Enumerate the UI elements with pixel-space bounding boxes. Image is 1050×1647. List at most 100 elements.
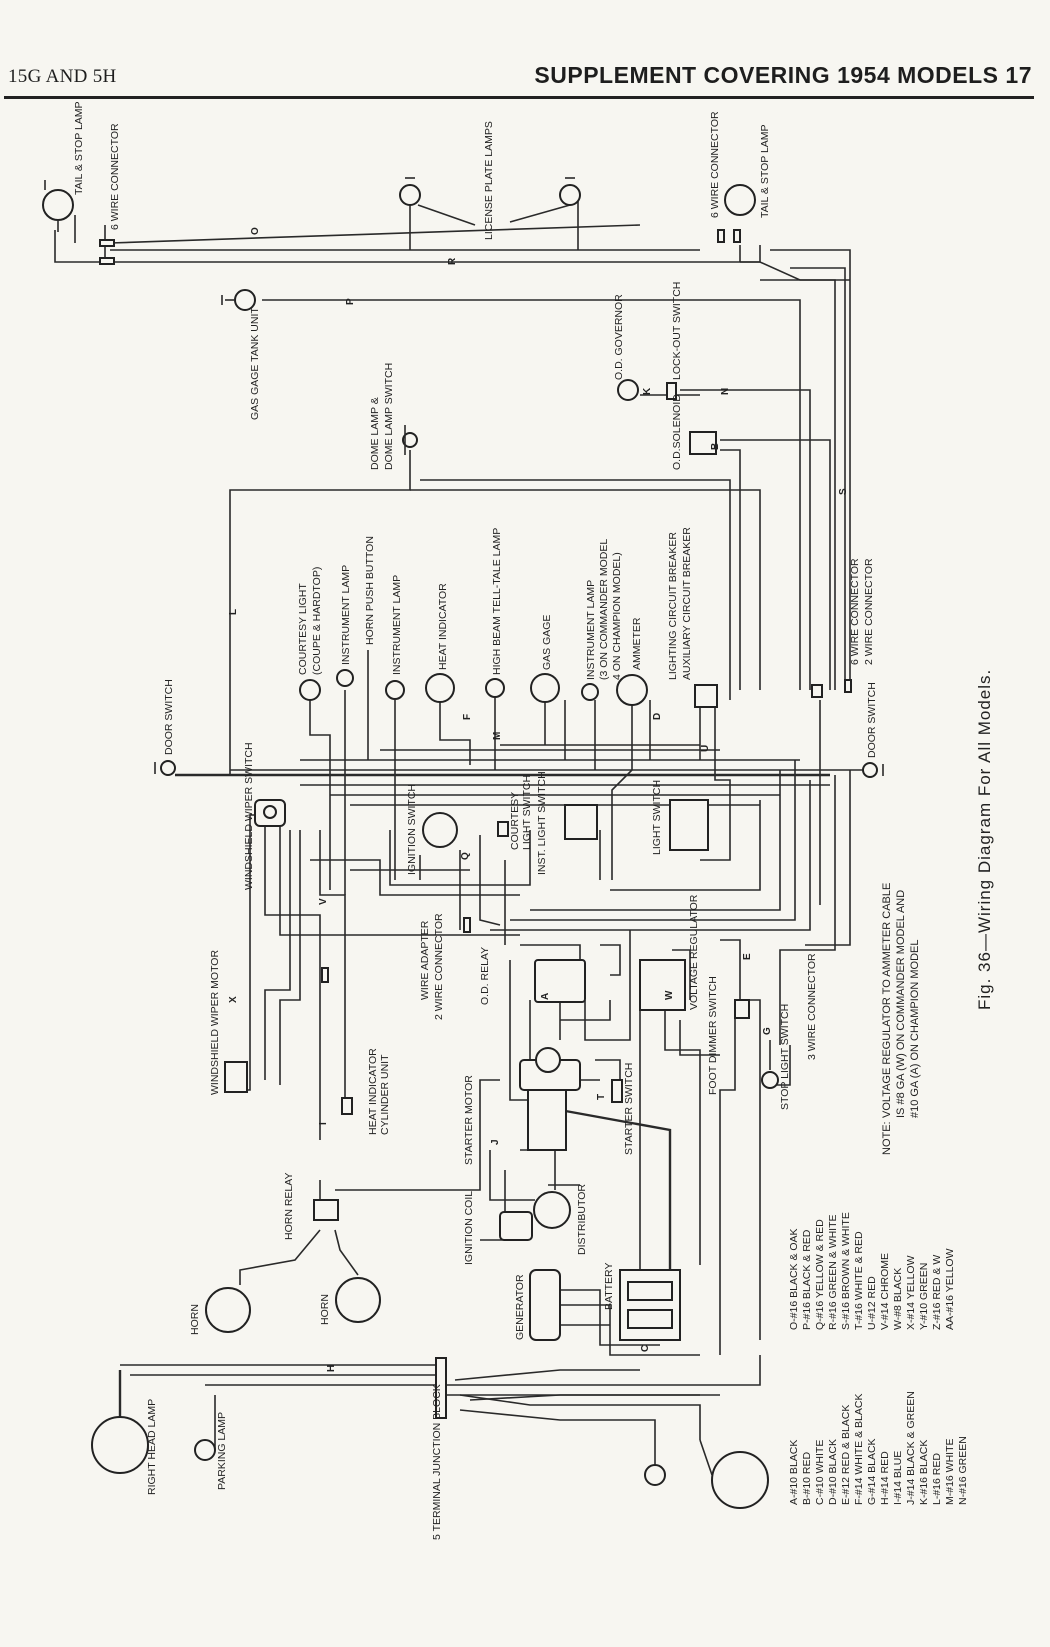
legend-item: Q-#16 YELLOW & RED: [814, 1219, 826, 1330]
label-high-beam-lamp: HIGH BEAM TELL-TALE LAMP: [491, 528, 503, 675]
label-3-wire-connector: 3 WIRE CONNECTOR: [806, 953, 818, 1060]
wire-letter: G: [762, 1027, 773, 1035]
label-lock-out-switch: LOCK-OUT SWITCH: [671, 282, 683, 380]
components: [42, 177, 884, 1509]
label-tail-stop-lamp-left: TAIL & STOP LAMP: [73, 101, 85, 195]
legend-item: A-#10 BLACK: [788, 1440, 800, 1505]
legend-item: V-#14 CHROME: [879, 1253, 891, 1330]
label-horn-2: HORN: [319, 1294, 331, 1325]
wire-letter: U: [700, 745, 711, 752]
legend-item: D-#10 BLACK: [827, 1439, 839, 1505]
label-starter-motor: STARTER MOTOR: [463, 1075, 475, 1165]
wire-letter: R: [447, 257, 458, 265]
legend-item: J-#14 BLACK & GREEN: [905, 1391, 917, 1505]
label-courtesy-switch-1: COURTESY: [509, 792, 521, 850]
label-door-switch-left: DOOR SWITCH: [163, 679, 175, 755]
label-courtesy-light: COURTESY LIGHT: [297, 583, 309, 675]
legend-item: C-#10 WHITE: [814, 1440, 826, 1505]
label-right-head-lamp: RIGHT HEAD LAMP: [146, 1399, 158, 1495]
wire-letter: K: [642, 387, 653, 395]
legend-item: G-#14 BLACK: [866, 1438, 878, 1505]
legend-item: W-#8 BLACK: [892, 1268, 904, 1330]
label-license-plate-lamps: LICENSE PLATE LAMPS: [483, 121, 495, 240]
note-line: #10 GA (A) ON CHAMPION MODEL: [909, 940, 921, 1118]
wire-letter: M: [492, 732, 503, 740]
wire-letter: X: [228, 996, 239, 1003]
label-junction-block: 5 TERMINAL JUNCTION BLOCK: [431, 1384, 443, 1540]
label-parking-lamp: PARKING LAMP: [216, 1412, 228, 1490]
wire-letter: W: [664, 990, 675, 1000]
legend-item: L-#16 RED: [931, 1453, 943, 1505]
wire-letter: L: [228, 609, 239, 615]
label-instrument-lamp-2: INSTRUMENT LAMP: [391, 575, 403, 675]
label-ignition-switch: IGNITION SWITCH: [406, 784, 418, 875]
label-aux-circuit-breaker: AUXILIARY CIRCUIT BREAKER: [681, 527, 693, 680]
label-ignition-coil: IGNITION COIL: [463, 1191, 475, 1265]
wire-letter: V: [318, 898, 329, 905]
legend-item: B-#10 RED: [801, 1451, 813, 1505]
label-horn-push-button: HORN PUSH BUTTON: [364, 536, 376, 645]
label-voltage-regulator: VOLTAGE REGULATOR: [688, 894, 700, 1010]
label-od-solenoid: O.D.SOLENOID: [671, 394, 683, 470]
label-foot-dimmer-switch: FOOT DIMMER SWITCH: [707, 976, 719, 1095]
wire-letter: O: [250, 227, 261, 235]
wire-letter: P: [345, 298, 356, 305]
label-instrument-lamp-3-sub1: (3 ON COMMANDER MODEL: [598, 539, 610, 680]
label-instrument-lamp-3-sub2: 4 ON CHAMPION MODEL): [611, 552, 623, 680]
label-light-switch: LIGHT SWITCH: [651, 780, 663, 855]
label-6-wire-connector-mid: 6 WIRE CONNECTOR: [849, 558, 861, 665]
legend-item: E-#12 RED & BLACK: [840, 1405, 852, 1505]
label-inst-light-switch: INST. LIGHT SWITCH: [536, 771, 548, 875]
label-od-relay: O.D. RELAY: [479, 947, 491, 1005]
note-label: NOTE:: [881, 1121, 893, 1155]
label-2-wire-connector-mid: 2 WIRE CONNECTOR: [863, 558, 875, 665]
label-gas-gage-tank-unit: GAS GAGE TANK UNIT: [249, 307, 261, 420]
wire-letter: C: [640, 1345, 651, 1352]
header-left: 15G AND 5H: [8, 66, 117, 87]
label-horn-1: HORN: [189, 1304, 201, 1335]
label-windshield-wiper-motor: WINDSHIELD WIPER MOTOR: [209, 950, 221, 1095]
label-gas-gage: GAS GAGE: [541, 615, 553, 670]
label-wire-adapter: WIRE ADAPTER: [419, 920, 431, 1000]
label-generator: GENERATOR: [514, 1274, 526, 1340]
figure-caption: Fig. 36—Wiring Diagram For All Models.: [975, 669, 994, 1010]
wire-letter: Q: [460, 852, 471, 860]
header-right: SUPPLEMENT COVERING 1954 MODELS 17: [534, 62, 1032, 88]
label-door-switch-right: DOOR SWITCH: [866, 682, 878, 758]
wire-letter: E: [742, 953, 753, 960]
label-horn-relay: HORN RELAY: [283, 1173, 295, 1241]
label-courtesy-switch-2: LIGHT SWITCH: [521, 775, 533, 850]
wire-letter: J: [490, 1139, 501, 1145]
wire-letter: T: [596, 1094, 607, 1100]
legend-item: I-#14 BLUE: [892, 1451, 904, 1505]
wire-letter: H: [326, 1365, 337, 1372]
label-battery: BATTERY: [603, 1263, 615, 1310]
wire-letter-labels: O R P N K B S L M F D W A U V X I J H C …: [228, 227, 849, 1372]
wire-color-legend: A-#10 BLACK B-#10 RED C-#10 WHITE D-#10 …: [788, 1212, 969, 1505]
wire-letter: B: [710, 443, 721, 450]
label-ammeter: AMMETER: [631, 617, 643, 670]
legend-item: M-#16 WHITE: [944, 1438, 956, 1505]
label-od-governor: O.D. GOVERNOR: [613, 294, 625, 380]
label-heat-indicator-unit-2: CYLINDER UNIT: [379, 1054, 391, 1135]
component-labels: TAIL & STOP LAMP 6 WIRE CONNECTOR LICENS…: [73, 101, 878, 1540]
label-heat-indicator: HEAT INDICATOR: [437, 583, 449, 670]
label-distributor: DISTRIBUTOR: [576, 1184, 588, 1255]
wire-letter: A: [540, 993, 551, 1000]
legend-item: X-#14 YELLOW: [905, 1255, 917, 1330]
page-header: 15G AND 5H SUPPLEMENT COVERING 1954 MODE…: [0, 0, 1050, 110]
legend-item: N-#16 GREEN: [957, 1436, 969, 1505]
legend-item: S-#16 BROWN & WHITE: [840, 1212, 852, 1330]
legend-item: H-#14 RED: [879, 1451, 891, 1505]
legend-item: Z-#16 RED & W: [931, 1255, 943, 1330]
legend-item: F-#14 WHITE & BLACK: [853, 1394, 865, 1505]
legend-item: Y-#10 GREEN: [918, 1263, 930, 1330]
label-tail-stop-lamp-right: TAIL & STOP LAMP: [759, 124, 771, 218]
wire-letter: F: [462, 714, 473, 720]
wire-letter: S: [838, 488, 849, 495]
legend-item: P-#16 BLACK & RED: [801, 1229, 813, 1330]
label-courtesy-light-sub: (COUPE & HARDTOP): [311, 567, 323, 675]
legend-item: K-#16 BLACK: [918, 1440, 930, 1505]
note-line: VOLTAGE REGULATOR TO AMMETER CABLE: [881, 883, 893, 1118]
